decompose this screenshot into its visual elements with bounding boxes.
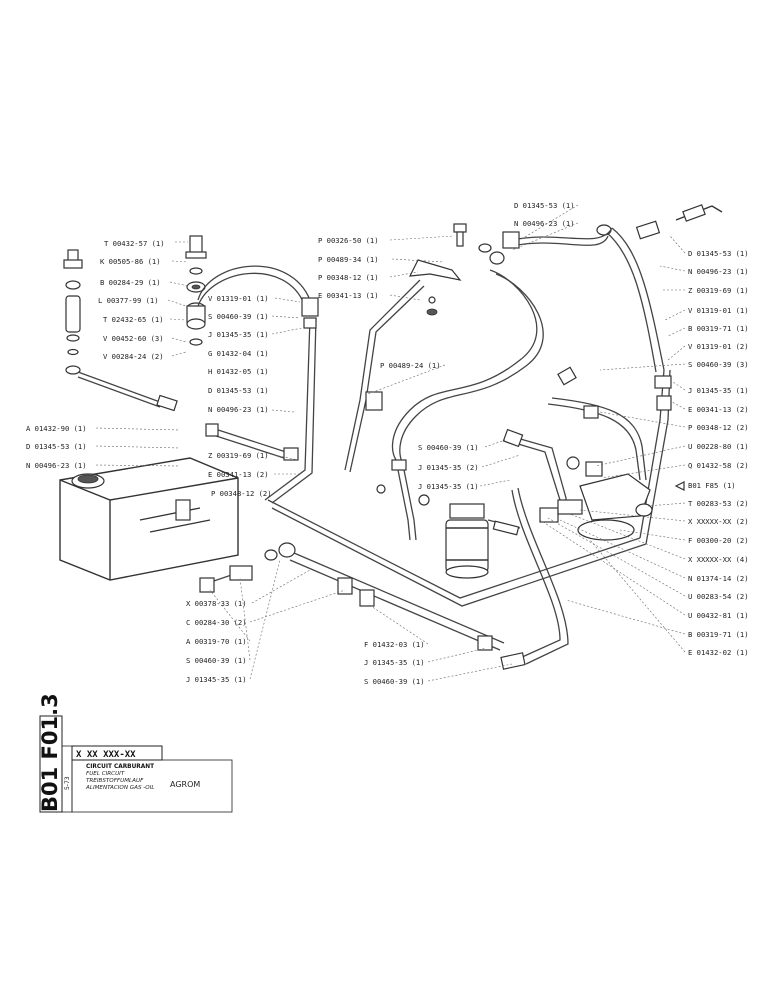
part-label: S 00460-39 (1) [364, 677, 425, 686]
part-label: J 01345-35 (1) [186, 675, 247, 684]
part-label: P 00348-12 (2) [211, 489, 272, 498]
part-label: G 01432-04 (1) [208, 349, 269, 358]
part-label: N 00496-23 (1) [26, 461, 87, 470]
labels-center-col: V 01319-01 (1) S 00460-39 (1) J 01345-35… [208, 294, 272, 498]
part-label: J 01345-35 (2) [418, 463, 479, 472]
part-label: D 01345-53 (1) [208, 386, 269, 395]
part-label: S 00460-39 (1) [418, 443, 479, 452]
part-label: F 00300-20 (2) [688, 536, 749, 545]
part-label: N 00496-23 (1) [514, 219, 575, 228]
part-label: C 00284-30 (2) [186, 618, 247, 627]
part-label: V 01319-01 (1) [208, 294, 269, 303]
part-label: Q 01432-58 (2) [688, 461, 749, 470]
part-label: X XXXXX-XX (4) [688, 555, 749, 564]
labels-bottom-left: X 00378-33 (1) C 00284-30 (2) A 00319-70… [186, 599, 247, 684]
labels-mid-cluster: S 00460-39 (1) J 01345-35 (2) J 01345-35… [418, 443, 479, 491]
part-label: J 01345-35 (1) [418, 482, 479, 491]
labels-top-center: P 00326-50 (1) P 00489-34 (1) P 00348-12… [318, 236, 379, 300]
part-label: Z 00319-69 (1) [208, 451, 269, 460]
part-label: Z 00319-69 (1) [688, 286, 749, 295]
part-label: P 00326-50 (1) [318, 236, 379, 245]
part-label: X 00378-33 (1) [186, 599, 247, 608]
part-label: U 00432-81 (1) [688, 611, 749, 620]
labels-bottom-center: F 01432-03 (1) J 01345-35 (1) S 00460-39… [364, 640, 425, 686]
title-line-fr: CIRCUIT CARBURANT [86, 764, 154, 770]
part-label: D 01345-53 (1) [26, 442, 87, 451]
part-label: T 02432-65 (1) [103, 315, 164, 324]
part-label: D 01345-53 (1) [514, 201, 575, 210]
part-label: P 00348-12 (2) [688, 423, 749, 432]
part-label: J 01345-35 (1) [364, 658, 425, 667]
part-label: B 00319-71 (1) [688, 324, 749, 333]
title-line-es: ALIMENTACION GAS -OIL [85, 785, 154, 791]
part-label: E 01432-02 (1) [688, 648, 749, 657]
drawing-date: 5-73 [64, 776, 71, 790]
part-label: P 00348-12 (1) [318, 273, 379, 282]
labels-left-mid: A 01432-90 (1) D 01345-53 (1) N 00496-23… [26, 424, 87, 470]
part-label: D 01345-53 (1) [688, 249, 749, 258]
part-label: S 00460-39 (3) [688, 360, 749, 369]
part-label: E 00341-13 (2) [208, 470, 269, 479]
brand-name: AGROM [170, 780, 200, 789]
part-label: J 01345-35 (1) [208, 330, 269, 339]
part-label: A 01432-90 (1) [26, 424, 87, 433]
part-label: N 01374-14 (2) [688, 574, 749, 583]
part-label: B01 F85 (1) [688, 481, 736, 490]
part-label: B 00319-71 (1) [688, 630, 749, 639]
title-line-en: FUEL CIRCUIT [86, 771, 125, 777]
labels-right-col: D 01345-53 (1) N 00496-23 (1) Z 00319-69… [674, 249, 749, 657]
part-label: H 01432-05 (1) [208, 367, 269, 376]
part-label: T 00432-57 (1) [104, 239, 165, 248]
part-label: V 01319-01 (1) [688, 306, 749, 315]
parts-diagram-icon [59, 204, 723, 670]
part-label: K 00505-86 (1) [100, 257, 161, 266]
part-label: P 00489-24 (1) [380, 361, 441, 370]
part-label: T 00283-53 (2) [688, 499, 749, 508]
part-label: V 01319-01 (2) [688, 342, 749, 351]
part-label: X XXXXX-XX (2) [688, 517, 749, 526]
leader-lines [95, 204, 686, 682]
part-label: U 00283-54 (2) [688, 592, 749, 601]
part-label: L 00377-99 (1) [98, 296, 159, 305]
part-label: V 00284-24 (2) [103, 352, 164, 361]
part-label: P 00489-34 (1) [318, 255, 379, 264]
part-label: E 00341-13 (2) [688, 405, 749, 414]
title-block: B01 F01.3 5-73 X XX XXX-XX CIRCUIT CARBU… [38, 693, 233, 813]
part-label: F 01432-03 (1) [364, 640, 425, 649]
part-label: E 00341-13 (1) [318, 291, 379, 300]
labels-top-right: D 01345-53 (1) N 00496-23 (1) [514, 201, 575, 228]
part-label: U 00228-80 (1) [688, 442, 749, 451]
labels-left-top: T 00432-57 (1) K 00505-86 (1) B 00284-29… [98, 239, 165, 361]
part-number: X XX XXX-XX [76, 750, 136, 760]
part-label: N 00496-23 (1) [688, 267, 749, 276]
part-label: N 00496-23 (1) [208, 405, 269, 414]
part-label: S 00460-39 (1) [186, 656, 247, 665]
part-label: J 01345-35 (1) [688, 386, 749, 395]
title-line-de: TREIBSTOFFUMLAUF [86, 778, 144, 784]
arrow-marker-icon [674, 481, 685, 491]
part-label: S 00460-39 (1) [208, 312, 269, 321]
part-label: A 00319-70 (1) [186, 637, 247, 646]
drawing-code: B01 F01.3 [38, 693, 62, 812]
part-label: V 00452-60 (3) [103, 334, 164, 343]
part-label: B 00284-29 (1) [100, 278, 161, 287]
